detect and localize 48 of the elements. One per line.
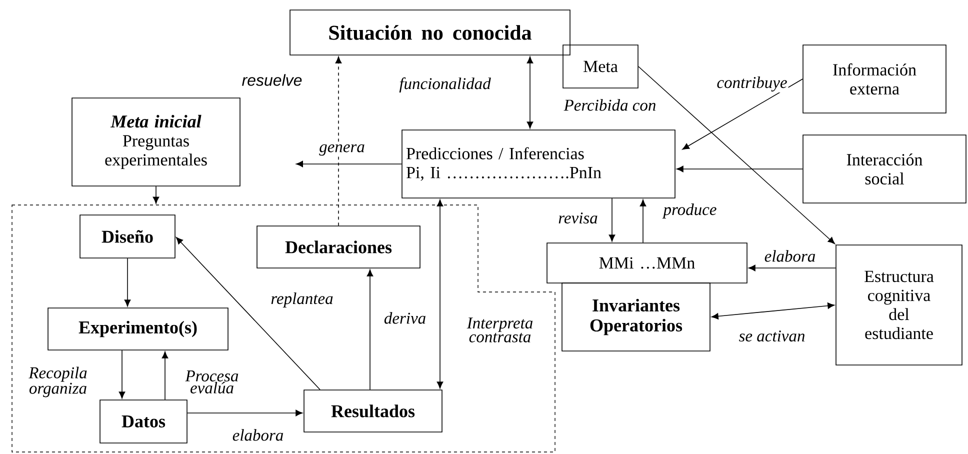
arrow <box>152 186 160 204</box>
dashed-region <box>12 204 556 452</box>
arrow <box>748 264 836 272</box>
arrow <box>187 410 303 416</box>
concept-box: Meta inicial Preguntas experimentales <box>72 98 240 186</box>
edge-label: replantea <box>270 292 334 308</box>
arrow <box>335 56 342 226</box>
double-arrow <box>436 199 444 389</box>
arrow <box>676 166 803 172</box>
arrow <box>366 269 374 390</box>
edge-label: Interpreta contrasta <box>456 316 544 344</box>
arrow <box>162 351 168 400</box>
edge-label: genera <box>318 143 366 157</box>
concept-box: Predicciones / Inferencias Pi, Ii ………………….PnIn <box>402 130 676 198</box>
edge-label: revisa <box>557 211 599 225</box>
edge-label: Percibida con <box>562 98 658 112</box>
edge-label: elabora <box>231 428 285 442</box>
edge-label: deriva <box>382 311 428 325</box>
arrow <box>176 237 320 390</box>
edge-label: Recopila organiza <box>26 366 90 398</box>
double-arrow <box>526 56 534 129</box>
concept-box: Situación no conocida <box>290 10 570 56</box>
edge-label: funcionalidad <box>398 76 492 94</box>
arrow <box>640 199 646 243</box>
double-arrow <box>711 302 835 320</box>
edge-label: se activan <box>738 329 806 343</box>
concept-box: Declaraciones <box>256 226 420 268</box>
concept-box: Meta <box>562 44 638 88</box>
concept-box: Invariantes Operatorios <box>562 282 710 352</box>
edge-label: resuelve <box>240 73 304 87</box>
edge-label: elabora <box>763 249 817 263</box>
concept-box: Interacción social <box>802 134 966 204</box>
edge-label: contribuye <box>716 76 788 92</box>
concept-box: Información externa <box>802 44 946 114</box>
concept-box: MMi …MMn <box>546 242 748 284</box>
edge-label: Procesa evalúa <box>180 370 244 394</box>
concept-box: Resultados <box>304 390 442 432</box>
concept-box: Experimento(s) <box>48 308 228 350</box>
arrow <box>124 258 131 307</box>
concept-box: Estructura cognitiva del estudiante <box>836 244 962 366</box>
arrow <box>608 198 616 242</box>
arrow <box>296 160 402 168</box>
concept-box: Diseño <box>80 214 176 258</box>
arrow <box>118 350 126 399</box>
arrow <box>682 78 803 150</box>
concept-box: Datos <box>100 400 188 444</box>
edge-label: produce <box>662 202 718 220</box>
arrow <box>638 66 835 244</box>
